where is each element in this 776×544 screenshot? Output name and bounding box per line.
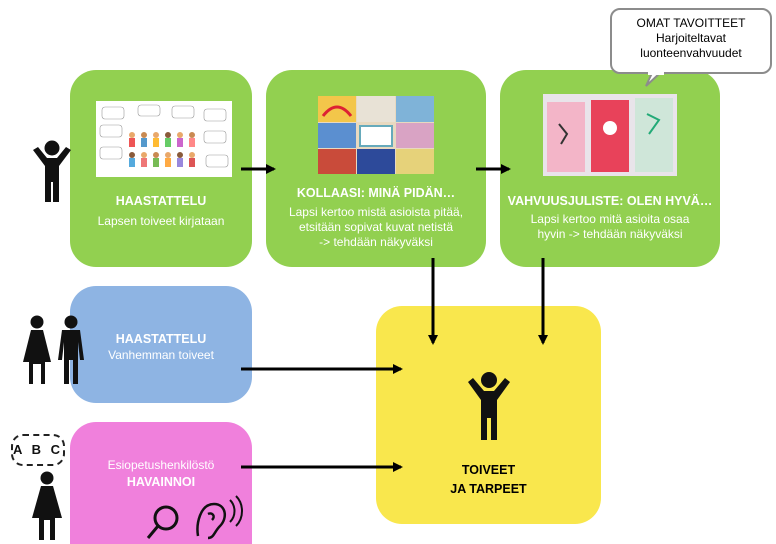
result-box: TOIVEET JA TARPEET [376,306,601,524]
interview-child-box: HAASTATTELU Lapsen toiveet kirjataan [70,70,252,267]
staff-line-1: Esiopetushenkilöstö [107,458,215,472]
magnifier-icon [146,505,179,539]
child-icon [33,140,71,202]
poster-line-2: hyvin -> tehdään näkyväksi [537,227,683,241]
interview-parent-title: HAASTATTELU [115,332,207,346]
result-line-1: TOIVEET [461,463,516,477]
interview-parent-box: HAASTATTELU Vanhemman toiveet [70,286,252,403]
strength-posters-image [543,94,677,176]
collage-box: KOLLAASI: MINÄ PIDÄN… Lapsi kertoo mistä… [266,70,486,267]
staff-woman-icon [32,471,62,540]
result-line-2: JA TARPEET [450,482,527,496]
interview-child-text: Lapsen toiveet kirjataan [97,214,225,228]
collage-line-1: Lapsi kertoo mistä asioista pitää, [288,205,464,219]
goals-callout: OMAT TAVOITTEET Harjoiteltavat luonteenv… [610,8,772,74]
ear-icon [196,495,243,540]
poster-box: VAHVUUSJULISTE: OLEN HYVÄ… Lapsi kertoo … [500,70,720,267]
child-result-icon [468,372,510,440]
interview-parent-text: Vanhemman toiveet [108,348,214,362]
staff-line-2: HAVAINNOI [126,475,196,489]
collage-title: KOLLAASI: MINÄ PIDÄN… [296,186,456,200]
interview-child-title: HAASTATTELU [115,194,207,208]
collage-line-3: -> tehdään näkyväksi [319,235,433,249]
callout-line-2: Harjoiteltavat [655,31,727,45]
callout-line-1: OMAT TAVOITTEET [636,16,746,30]
parents-icon [23,315,84,384]
collage-image [318,96,434,174]
children-speech-bubbles-image [96,101,232,177]
abc-speech-bubble: A B C [11,434,65,466]
callout-line-3: luonteenvahvuudet [640,46,742,60]
poster-line-1: Lapsi kertoo mitä asioita osaa [530,212,690,226]
poster-title: VAHVUUSJULISTE: OLEN HYVÄ… [507,194,713,208]
collage-line-2: etsitään sopivat kuvat netistä [298,220,454,234]
